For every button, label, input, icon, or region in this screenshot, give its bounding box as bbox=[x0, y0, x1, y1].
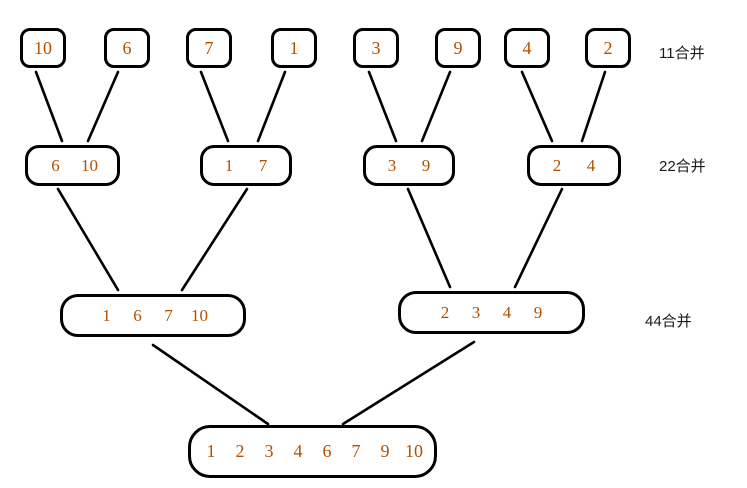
node-value: 6 bbox=[322, 441, 332, 461]
node-value: 10 bbox=[191, 305, 208, 325]
edge-6-to-6-10 bbox=[86, 70, 120, 143]
edge-quad-right-to-root bbox=[341, 340, 476, 426]
edge-3-to-3-9 bbox=[367, 70, 398, 143]
edge-4-to-2-4 bbox=[520, 70, 554, 143]
node-level-1-0: 10 bbox=[20, 28, 66, 68]
node-value: 3 bbox=[387, 155, 397, 175]
node-value: 9 bbox=[421, 155, 431, 175]
edge-2-4-to-quad bbox=[513, 187, 564, 289]
node-values: 2 bbox=[604, 38, 613, 59]
row-label-level-2: 22合并 bbox=[659, 158, 706, 175]
node-level-1-5: 9 bbox=[435, 28, 481, 68]
node-value: 7 bbox=[351, 441, 361, 461]
node-values: 10 bbox=[34, 38, 52, 59]
node-value: 4 bbox=[522, 37, 532, 58]
node-level-1-1: 6 bbox=[104, 28, 150, 68]
node-value: 9 bbox=[453, 37, 463, 58]
node-level-1-3: 1 bbox=[271, 28, 317, 68]
node-value: 1 bbox=[206, 441, 216, 461]
edge-10-to-6-10 bbox=[34, 70, 64, 143]
edge-1-to-1-7 bbox=[256, 70, 287, 143]
node-value: 3 bbox=[371, 37, 381, 58]
node-value: 1 bbox=[102, 305, 111, 325]
node-value: 10 bbox=[34, 37, 52, 58]
node-value: 4 bbox=[293, 441, 303, 461]
node-value: 2 bbox=[235, 441, 245, 461]
edge-7-to-1-7 bbox=[199, 70, 230, 143]
node-values: 7 bbox=[205, 38, 214, 59]
node-level-2-0: 6 10 bbox=[25, 145, 120, 186]
node-value: 4 bbox=[502, 302, 512, 322]
node-value: 10 bbox=[405, 441, 423, 461]
node-value: 1 bbox=[224, 155, 234, 175]
edge-quad-left-to-root bbox=[151, 343, 270, 426]
node-values: 4 bbox=[523, 38, 532, 59]
node-value: 7 bbox=[258, 155, 268, 175]
node-level-3-1: 2 3 4 9 bbox=[398, 291, 585, 334]
edge-9-to-3-9 bbox=[420, 70, 452, 143]
edge-1-7-to-quad bbox=[180, 187, 249, 292]
node-values: 2 3 4 9 bbox=[430, 303, 554, 323]
node-level-1-4: 3 bbox=[353, 28, 399, 68]
node-value: 10 bbox=[81, 155, 98, 175]
node-value: 6 bbox=[51, 155, 60, 175]
node-values: 6 bbox=[123, 38, 132, 59]
node-value: 2 bbox=[440, 302, 450, 322]
node-value: 6 bbox=[133, 305, 142, 325]
node-value: 3 bbox=[471, 302, 481, 322]
node-value: 7 bbox=[164, 305, 173, 325]
node-value: 2 bbox=[603, 37, 613, 58]
node-values: 9 bbox=[454, 38, 463, 59]
node-value: 3 bbox=[264, 441, 274, 461]
node-value: 9 bbox=[380, 441, 390, 461]
node-values: 1 6 7 10 bbox=[91, 306, 215, 326]
node-level-1-2: 7 bbox=[186, 28, 232, 68]
node-value: 7 bbox=[204, 37, 214, 58]
edge-6-10-to-quad bbox=[56, 187, 120, 292]
node-values: 1 bbox=[290, 38, 299, 59]
node-level-3-0: 1 6 7 10 bbox=[60, 294, 246, 337]
row-label-level-3: 44合并 bbox=[645, 313, 692, 330]
node-value: 4 bbox=[586, 155, 596, 175]
edge-3-9-to-quad bbox=[406, 187, 452, 289]
row-label-level-1: 11合并 bbox=[659, 45, 705, 62]
node-values: 6 10 bbox=[39, 156, 107, 176]
node-value: 6 bbox=[122, 37, 132, 58]
node-value: 1 bbox=[289, 37, 299, 58]
node-value: 9 bbox=[533, 302, 543, 322]
node-level-1-6: 4 bbox=[504, 28, 550, 68]
node-values: 3 bbox=[372, 38, 381, 59]
edge-2-to-2-4 bbox=[580, 70, 607, 143]
node-value: 2 bbox=[552, 155, 562, 175]
node-level-1-7: 2 bbox=[585, 28, 631, 68]
